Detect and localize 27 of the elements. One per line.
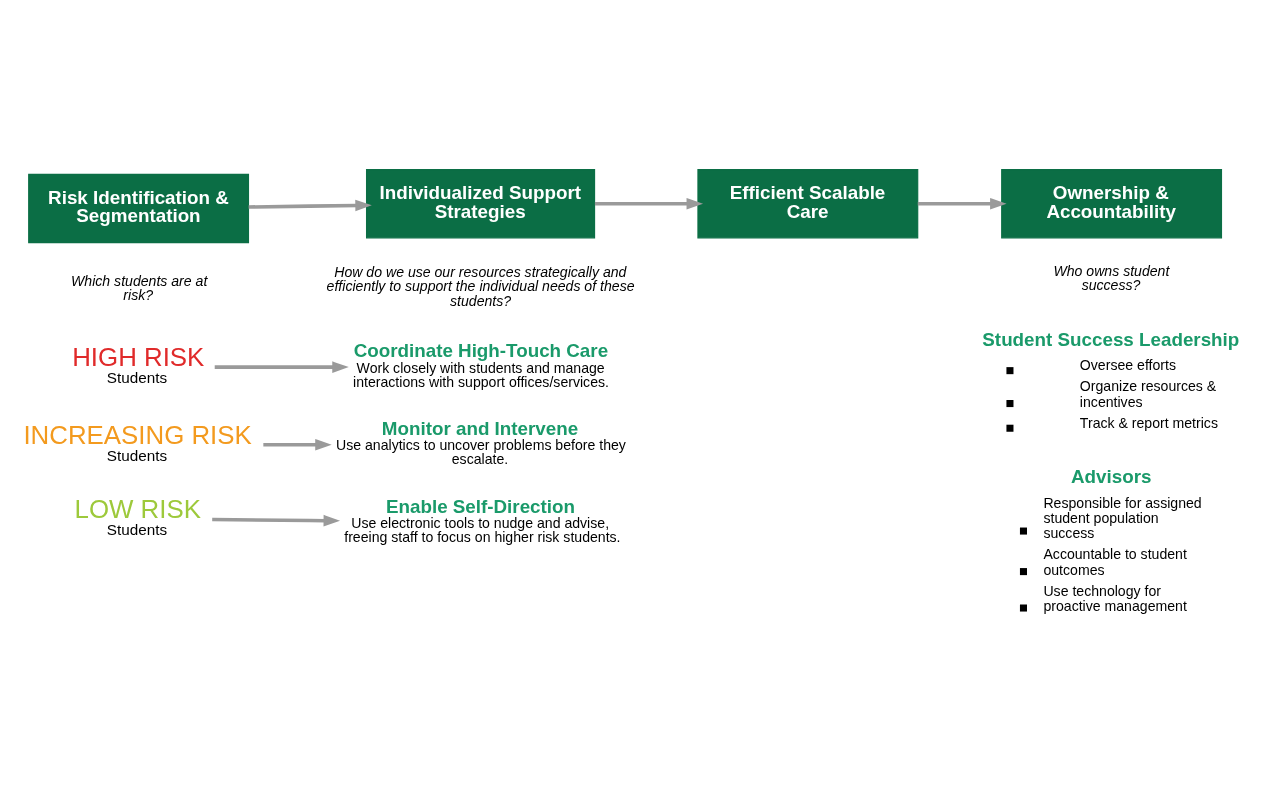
node-label: Which students are at risk? bbox=[71, 272, 208, 303]
node-text: HIGH RISK Students bbox=[72, 342, 205, 386]
node-text: INCREASING RISK Students bbox=[23, 420, 252, 464]
node-box: Efficient Scalable Care bbox=[697, 168, 919, 238]
node-text: LOW RISK Students bbox=[74, 494, 201, 538]
label: Oversee efforts bbox=[1079, 356, 1176, 373]
arrow bbox=[917, 197, 1007, 210]
label: Advisors bbox=[1071, 465, 1152, 487]
node-text: Coordinate High-Touch Care Work closely with students and manage interactions with support offices/services. bbox=[353, 339, 609, 390]
label: Use technology for proactive management bbox=[1043, 582, 1187, 614]
label: Student Success Leadership bbox=[982, 328, 1240, 350]
label: Organize resources & incentives bbox=[1079, 377, 1217, 410]
node-text: Enable Self-Direction Use electronic tools to nudge and advise, freeing staff to focus on higher risk students. bbox=[344, 495, 621, 545]
node-label: Who owns student success? bbox=[1053, 262, 1170, 293]
arrow bbox=[214, 360, 349, 373]
label: Track & report metrics bbox=[1079, 414, 1218, 431]
label: Accountable to student outcomes bbox=[1043, 545, 1187, 578]
node-box: Risk Identification & Segmentation bbox=[28, 173, 250, 243]
node-text: Monitor and Intervene Use analytics to uncover problems before they escalate. bbox=[336, 417, 626, 467]
arrow bbox=[263, 438, 332, 450]
node-box: Ownership & Accountability bbox=[1001, 168, 1223, 238]
arrow bbox=[212, 514, 341, 526]
node-box: Individualized Support Strategies bbox=[366, 168, 596, 238]
arrow bbox=[594, 197, 704, 210]
arrow bbox=[248, 199, 372, 211]
label: How do we use our resources strategically and efficiently to support the individual needs of these students? bbox=[326, 263, 635, 309]
label: Responsible for assigned student population success bbox=[1043, 494, 1202, 541]
